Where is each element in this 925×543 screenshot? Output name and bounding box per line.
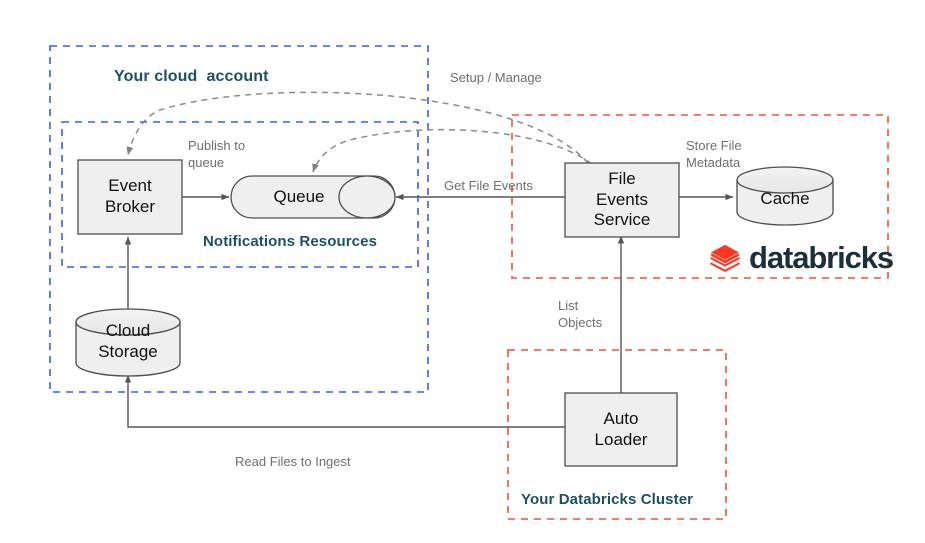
zone-label-cloud-account: Your cloud account: [114, 68, 269, 85]
zone-label-databricks-cluster: Your Databricks Cluster: [521, 491, 694, 508]
edge-label-setup-manage: Setup / Manage: [450, 70, 542, 85]
zone-cloud-account: [49, 45, 429, 393]
node-cache[interactable]: [736, 166, 834, 226]
zone-label-notifications-resources: Notifications Resources: [203, 233, 378, 250]
edge-label-read-files-to-ingest: Read Files to Ingest: [235, 454, 351, 469]
edge-read-files-to-ingest: [124, 374, 565, 428]
edge-label-get-file-events: Get File Events: [444, 178, 533, 193]
zone-notifications-resources: [61, 121, 419, 268]
databricks-layers-icon: [710, 244, 740, 272]
node-file-events-service[interactable]: [564, 162, 680, 238]
edge-label-publish-to-queue: Publish to queue: [188, 138, 246, 170]
node-cloud-storage[interactable]: [75, 308, 181, 377]
databricks-wordmark: databricks: [749, 239, 894, 275]
queue-tail-circle: [338, 175, 396, 219]
node-event-broker[interactable]: [77, 159, 183, 235]
edge-label-list-objects: List Objects: [558, 298, 603, 330]
zone-databricks-cluster: [507, 349, 727, 520]
databricks-logo: databricks: [708, 239, 894, 275]
edge-setup-manage-queue: [312, 128, 593, 173]
node-auto-loader[interactable]: [564, 392, 678, 467]
edge-setup-manage-event-broker: [126, 91, 589, 164]
edge-label-store-file-metadata: Store File Metadata: [686, 138, 742, 170]
zone-databricks-service: [511, 114, 889, 279]
